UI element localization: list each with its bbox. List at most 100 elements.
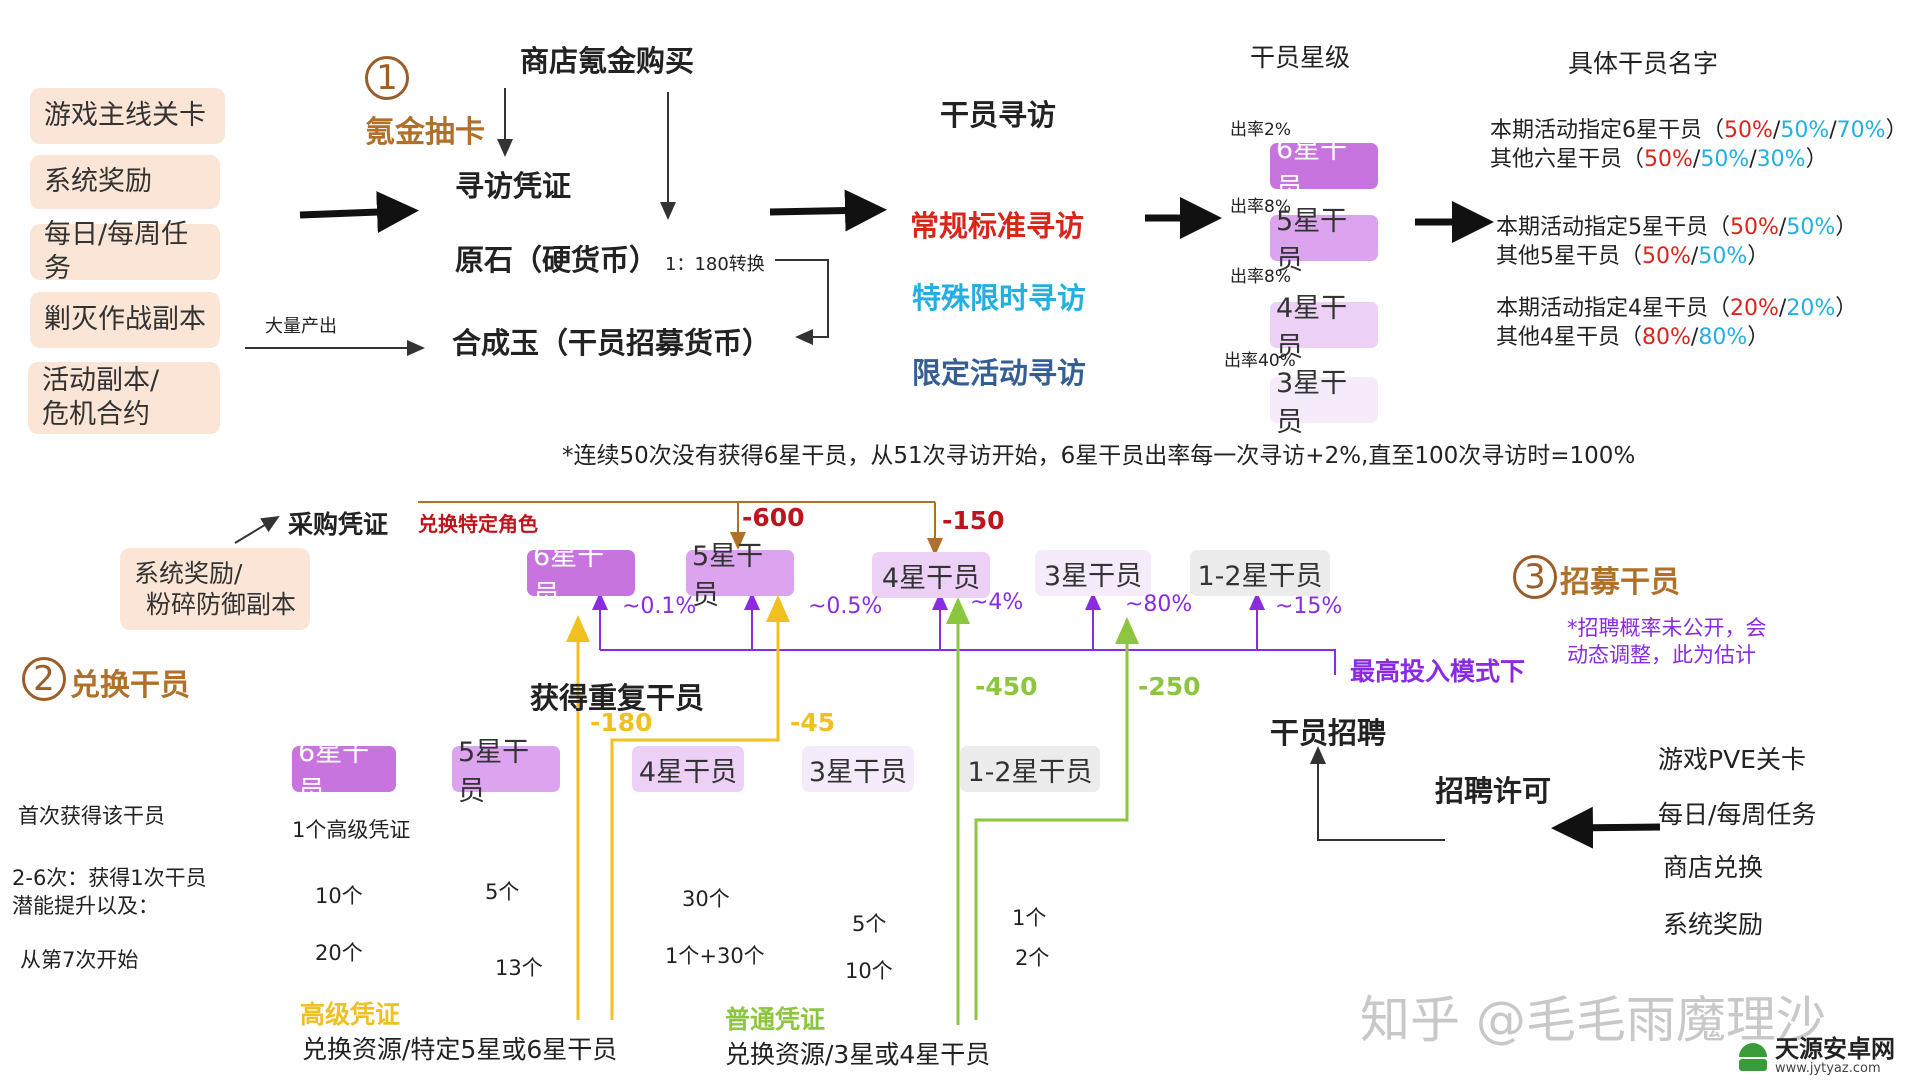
row-2to6: 2-6次：获得1次干员 xyxy=(12,866,207,890)
rate-percent: 50% xyxy=(1730,215,1779,240)
val-5-a: 5个 xyxy=(485,880,520,904)
operator-name-line: 其他六星干员（50%/50%/30%） xyxy=(1490,147,1828,172)
names-header: 具体干员名字 xyxy=(1568,49,1719,78)
headhunt-title: 干员寻访 xyxy=(940,98,1057,132)
purchase-sources: 系统奖励/粉碎防御副本 xyxy=(120,548,310,630)
dup-star-12: 1-2星干员 xyxy=(960,746,1100,792)
rate-3star: 出率40% xyxy=(1224,351,1296,371)
operator-name-line: 本期活动指定4星干员（20%/20%） xyxy=(1496,296,1858,321)
val-4-b: 1个+30个 xyxy=(665,944,765,968)
prob-6star: ~0.1% xyxy=(622,594,697,619)
headhunt-limited: 特殊限时寻访 xyxy=(912,281,1087,315)
recruit-star-3: 3星干员 xyxy=(1035,550,1151,596)
rate-percent: 30% xyxy=(1756,147,1806,172)
android-logo-icon xyxy=(1739,1043,1767,1072)
adv-cost-45: -45 xyxy=(790,708,836,737)
max-mode: 最高投入模式下 xyxy=(1350,657,1526,686)
normal-voucher-label: 普通凭证 xyxy=(725,1005,826,1034)
section3-title: 招募干员 xyxy=(1560,565,1680,600)
permit-source-pve: 游戏PVE关卡 xyxy=(1658,745,1806,774)
rate-percent: 70% xyxy=(1836,118,1886,143)
row-potential: 潜能提升以及： xyxy=(12,894,159,918)
source-daily-weekly: 每日/每周任务 xyxy=(30,219,220,284)
source-system-reward: 系统奖励 xyxy=(30,155,220,209)
logo-url: www.jytyaz.com xyxy=(1775,1061,1881,1077)
normal-voucher-desc: 兑换资源/3星或4星干员 xyxy=(725,1040,991,1069)
recruit-label: 干员招聘 xyxy=(1270,716,1387,750)
headhunt-event: 限定活动寻访 xyxy=(912,356,1087,390)
convert-ratio: 1：180转换 xyxy=(665,254,765,275)
permit-source-shop: 商店兑换 xyxy=(1663,853,1764,882)
recruit-star-6: 6星干员 xyxy=(527,541,635,611)
pity-note: *连续50次没有获得6星干员，从51次寻访开始，6星干员出率每一次寻访+2%,直… xyxy=(562,443,1636,469)
duplicate-title: 获得重复干员 xyxy=(530,681,705,715)
val-6-b: 20个 xyxy=(315,941,363,965)
recruit-star-5: 5星干员 xyxy=(686,541,794,611)
star-4: 4星干员 xyxy=(1270,293,1378,363)
normal-cost-450: -450 xyxy=(975,672,1038,701)
val-5-b: 13个 xyxy=(495,956,543,980)
purchase-voucher: 采购凭证 xyxy=(288,510,389,539)
section2-number: 2 xyxy=(22,657,66,701)
source-main-stage: 游戏主线关卡 xyxy=(30,88,225,144)
dup-star-3: 3星干员 xyxy=(802,746,914,792)
orundum: 合成玉（干员招募货币） xyxy=(452,326,772,360)
source-annihilation: 剿灭作战副本 xyxy=(30,292,220,348)
origeometry: 原石（硬货币） xyxy=(455,243,659,277)
stars-header: 干员星级 xyxy=(1250,43,1351,72)
recruit-star-12: 1-2星干员 xyxy=(1190,550,1330,596)
watermark: 知乎 @毛毛雨魔理沙 xyxy=(1360,991,1826,1049)
row-first-get: 首次获得该干员 xyxy=(18,804,165,828)
val-6-a: 10个 xyxy=(315,884,363,908)
rate-percent: 80% xyxy=(1642,325,1691,350)
rate-percent: 80% xyxy=(1698,325,1748,350)
section1-number: 1 xyxy=(365,56,409,100)
rate-percent: 20% xyxy=(1730,296,1779,321)
star-5: 5星干员 xyxy=(1270,206,1378,276)
rate-percent: 50% xyxy=(1644,147,1693,172)
val-3-b: 10个 xyxy=(845,959,893,983)
permit-source-reward: 系统奖励 xyxy=(1663,910,1764,939)
adv-voucher-desc: 兑换资源/特定5星或6星干员 xyxy=(302,1035,618,1064)
rate-percent: 50% xyxy=(1698,244,1748,269)
rate-percent: 50% xyxy=(1780,118,1830,143)
prob-5star: ~0.5% xyxy=(808,594,883,619)
source-event-cc: 活动副本/危机合约 xyxy=(28,362,220,434)
val-12-a: 1个 xyxy=(1012,906,1047,930)
operator-name-line: 本期活动指定6星干员（50%/50%/70%） xyxy=(1490,118,1908,143)
adv-voucher-label: 高级凭证 xyxy=(300,1000,401,1029)
star-6: 6星干员 xyxy=(1270,134,1378,204)
dup-star-4: 4星干员 xyxy=(632,746,744,792)
adv-cost-180: -180 xyxy=(590,708,653,737)
mass-output: 大量产出 xyxy=(265,316,337,337)
logo-name: 天源安卓网 xyxy=(1775,1035,1895,1063)
operator-name-line: 其他4星干员（80%/80%） xyxy=(1496,325,1770,350)
exchange-specific: 兑换特定角色 xyxy=(418,512,538,536)
rate-5star: 出率8% xyxy=(1230,197,1291,217)
prob-3star: ~80% xyxy=(1125,592,1193,617)
row-7th: 从第7次开始 xyxy=(20,948,139,972)
cost-600: -600 xyxy=(742,503,805,532)
section3-number: 3 xyxy=(1513,555,1557,599)
site-logo: 天源安卓网 www.jytyaz.com xyxy=(1735,1035,1895,1077)
operator-name-line: 本期活动指定5星干员（50%/50%） xyxy=(1496,215,1858,240)
first-adv-voucher: 1个高级凭证 xyxy=(292,818,411,842)
rate-6star: 出率2% xyxy=(1230,120,1291,140)
headhunt-standard: 常规标准寻访 xyxy=(910,209,1085,243)
val-12-b: 2个 xyxy=(1015,946,1050,970)
rate-percent: 50% xyxy=(1642,244,1691,269)
section2-title: 兑换干员 xyxy=(70,668,190,703)
dup-star-5: 5星干员 xyxy=(452,737,560,807)
recruit-permit: 招聘许可 xyxy=(1435,774,1552,808)
section1-title: 氪金抽卡 xyxy=(365,115,485,150)
rate-percent: 20% xyxy=(1786,296,1836,321)
rate-percent: 50% xyxy=(1724,118,1773,143)
dup-star-6: 6星干员 xyxy=(292,737,396,807)
val-3-a: 5个 xyxy=(852,912,887,936)
recruit-star-4: 4星干员 xyxy=(872,552,990,598)
permit-source-daily: 每日/每周任务 xyxy=(1658,800,1817,829)
rate-4star: 出率8% xyxy=(1230,267,1291,287)
voucher: 寻访凭证 xyxy=(455,169,572,203)
rate-percent: 50% xyxy=(1786,215,1836,240)
